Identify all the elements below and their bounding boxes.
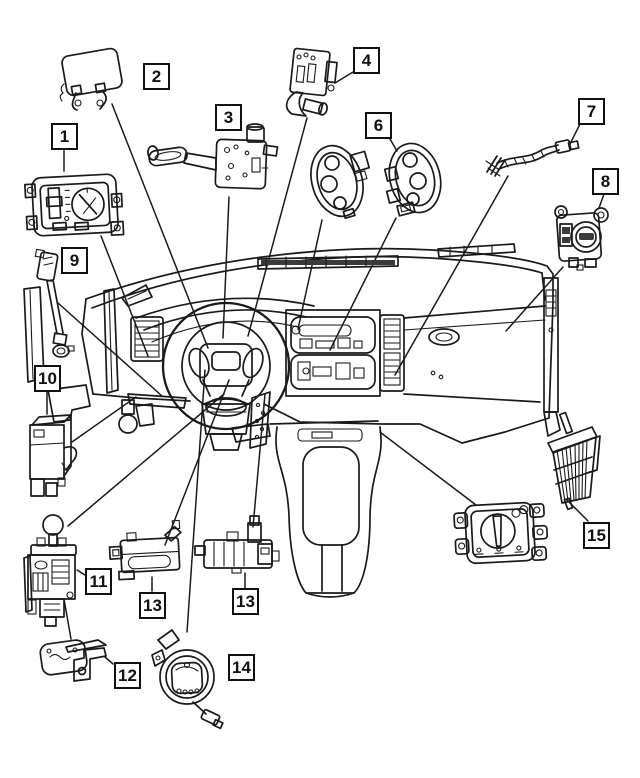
part-6-oval-rocker-switch-left-illustration: [310, 144, 371, 220]
part-11-gearshift-assembly-illustration: [23, 514, 77, 627]
part-6-oval-rocker-switch-right-illustration: [383, 142, 442, 217]
callout-13-left: 13: [139, 592, 166, 619]
callout-11: 11: [85, 568, 112, 595]
part-7-jumper-harness-illustration: [485, 139, 580, 177]
callout-1: 1: [51, 123, 78, 150]
callout-9: 9: [61, 247, 88, 274]
callout-6: 6: [365, 112, 392, 139]
part-12-mounting-bracket-illustration: [39, 639, 107, 682]
leader-lines: [46, 71, 605, 665]
part-2-module-with-spring-clips-illustration: [59, 47, 123, 111]
part-10-module-with-hook-arm-illustration: [29, 414, 78, 497]
part-13-switch-module-left-illustration: [108, 519, 182, 581]
callout-2: 2: [143, 63, 170, 90]
part-14-clockspring-illustration: [151, 629, 224, 730]
callout-8: 8: [592, 168, 619, 195]
part-1-headlamp-switch-with-bezel-illustration: [24, 173, 125, 237]
part-9-link-rod-illustration: [34, 248, 75, 358]
part-3-multifunction-stalk-switch-illustration: [147, 123, 279, 190]
part-15-resistor-block-illustration: [547, 411, 601, 511]
callout-14: 14: [228, 654, 255, 681]
callout-7: 7: [578, 98, 605, 125]
callout-12: 12: [114, 662, 141, 689]
callout-15: 15: [583, 522, 610, 549]
callout-13-right: 13: [232, 588, 259, 615]
part-8-switch-module-round-connector-illustration: [554, 205, 609, 271]
instrument-panel-illustration: [23, 243, 561, 598]
callout-10: 10: [34, 365, 61, 392]
part-4-switch-with-bracket-illustration: [285, 47, 338, 117]
callout-4: 4: [353, 47, 380, 74]
part-13-switch-module-right-illustration: [194, 515, 280, 574]
callout-3: 3: [215, 104, 242, 131]
rotary-headlamp-switch-illustration: [453, 501, 549, 565]
